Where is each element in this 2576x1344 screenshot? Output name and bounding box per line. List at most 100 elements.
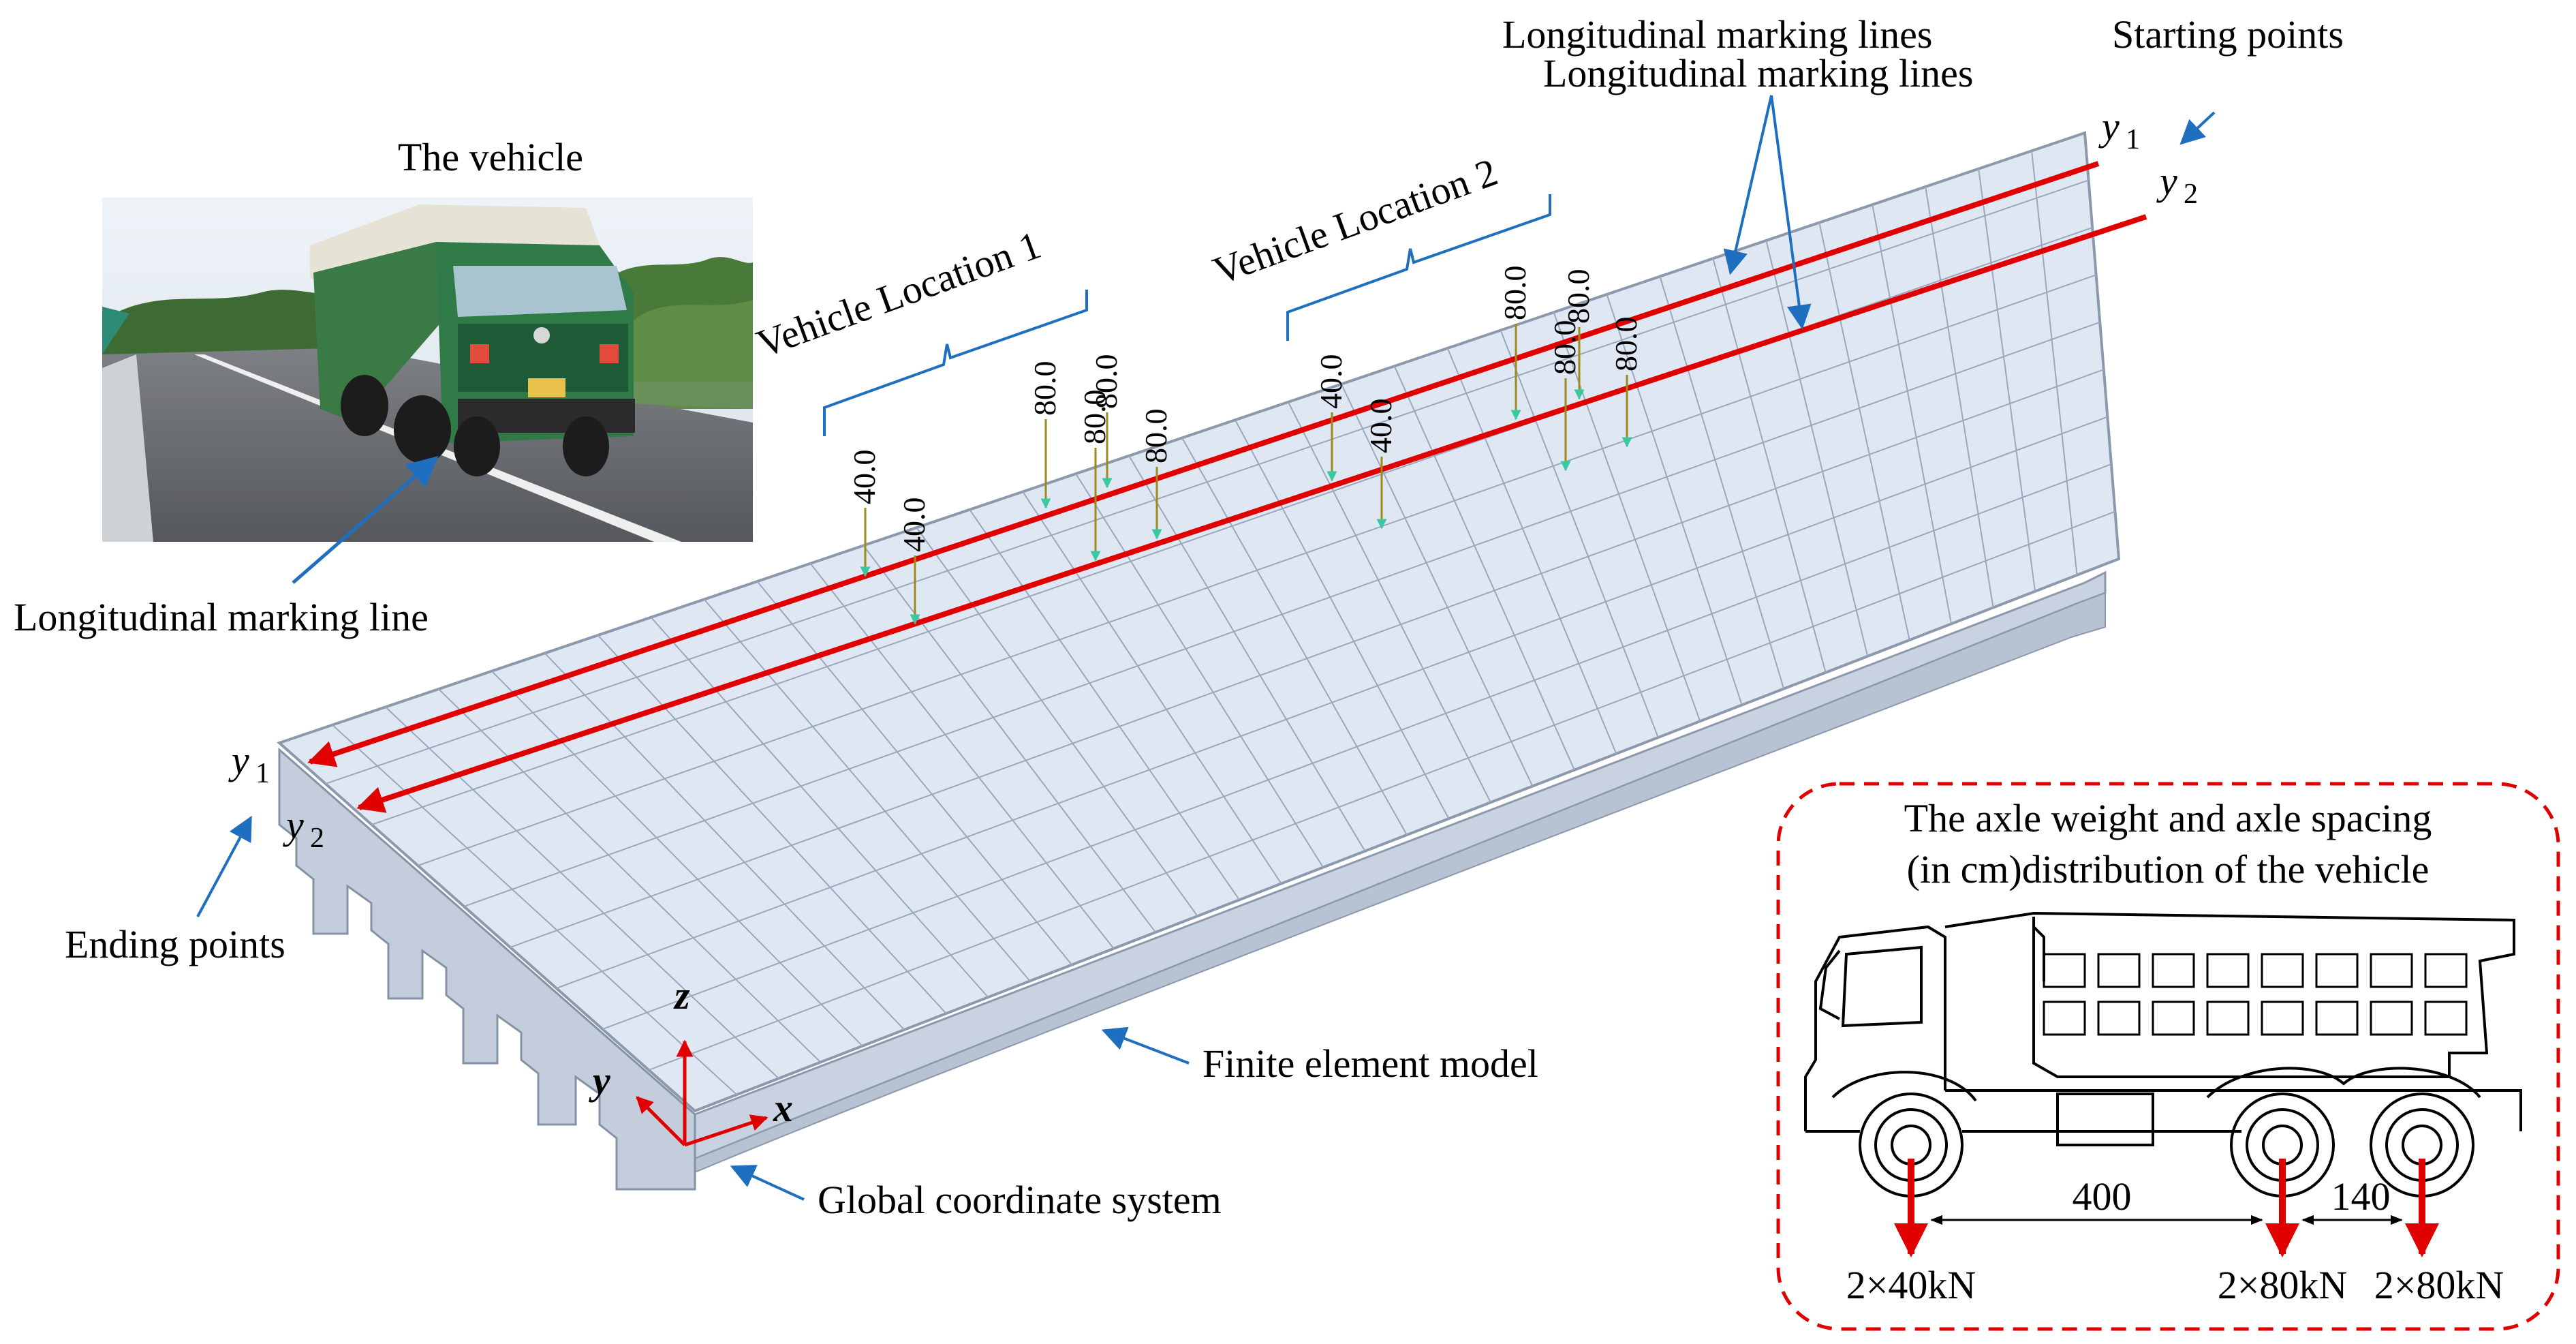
finite-element-model-label: Finite element model bbox=[1202, 1041, 1538, 1086]
truck-line-drawing bbox=[1804, 911, 2522, 1197]
mesh-transverse-line bbox=[1553, 311, 1701, 722]
axle-load-2-label: 2×80kN bbox=[2218, 1263, 2348, 1307]
pointer-arrow-global-cs bbox=[730, 1165, 805, 1201]
load-value-label: 40.0 bbox=[847, 450, 882, 505]
axle-box-title-line2: (in cm)distribution of the vehicle bbox=[1907, 847, 2430, 891]
global-coordinate-system-label: Global coordinate system bbox=[818, 1178, 1222, 1222]
mesh-longitudinal-line bbox=[510, 369, 2105, 948]
mesh-transverse-line bbox=[544, 652, 905, 1030]
the-vehicle-label: The vehicle bbox=[398, 135, 583, 179]
mesh-longitudinal-line bbox=[556, 416, 2108, 989]
axle-box-title-line1: The axle weight and axle spacing bbox=[1904, 796, 2432, 840]
mesh-transverse-line bbox=[1075, 473, 1324, 868]
svg-text:y: y bbox=[228, 738, 249, 782]
marking-line-y1 bbox=[307, 161, 2100, 767]
mesh-transverse-line bbox=[1287, 401, 1491, 803]
load-value-label: 80.0 bbox=[1609, 317, 1643, 372]
svg-text:1: 1 bbox=[2126, 124, 2140, 155]
mesh-transverse-line bbox=[1606, 294, 1743, 705]
mesh-transverse-line bbox=[332, 724, 738, 1095]
mesh-transverse-line bbox=[1500, 330, 1659, 738]
mesh-transverse-line bbox=[1235, 419, 1450, 819]
mesh-transverse-line bbox=[1446, 348, 1617, 754]
label-y2-end: y 2 bbox=[283, 803, 324, 854]
svg-text:y: y bbox=[2098, 104, 2120, 149]
load-value-label: 80.0 bbox=[1138, 409, 1173, 464]
mesh-transverse-line bbox=[1765, 240, 1869, 657]
load-value-label: 80.0 bbox=[1027, 361, 1062, 416]
vehicle-location-1-label: Vehicle Location 1 bbox=[751, 222, 1046, 366]
mesh-transverse-line bbox=[1712, 258, 1827, 673]
brace-vehicle-location-2 bbox=[1286, 194, 1551, 341]
mesh-transverse-line bbox=[1181, 438, 1408, 836]
mesh-transverse-line bbox=[1393, 365, 1575, 771]
label-y1-start: y 1 bbox=[2098, 104, 2140, 155]
mesh-transverse-line bbox=[1022, 491, 1282, 885]
mesh-transverse-line bbox=[969, 509, 1240, 900]
load-value-label: 80.0 bbox=[1089, 354, 1123, 410]
axle-weight-box: The axle weight and axle spacing (in cm)… bbox=[1776, 782, 2560, 1331]
longitudinal-marking-line-label: Longitudinal marking line bbox=[14, 595, 429, 639]
deck-mesh-grid bbox=[325, 151, 2115, 1095]
mesh-longitudinal-line bbox=[648, 510, 2115, 1071]
pointer-arrow-fe-model bbox=[1101, 1026, 1190, 1065]
mesh-transverse-line bbox=[438, 688, 822, 1063]
mesh-transverse-line bbox=[2031, 151, 2078, 575]
pointer-arrow-lines-2 bbox=[1770, 95, 1812, 330]
deck-end-face bbox=[278, 747, 696, 1191]
load-group-location-2: 40.040.080.080.080.080.0 bbox=[1314, 266, 1643, 530]
axle-load-1-label: 2×40kN bbox=[1846, 1263, 1976, 1307]
load-value-label: 40.0 bbox=[897, 498, 931, 553]
mesh-transverse-line bbox=[1340, 384, 1534, 786]
svg-text:2: 2 bbox=[2184, 179, 2198, 210]
truck-photo bbox=[310, 204, 635, 476]
pointer-arrow-marking-line bbox=[292, 456, 439, 584]
load-value-label: 80.0 bbox=[1561, 269, 1596, 324]
mesh-transverse-line bbox=[756, 581, 1073, 966]
longitudinal-marking-lines-label-2: Longitudinal marking lines bbox=[1543, 51, 1973, 95]
mesh-transverse-line bbox=[597, 635, 947, 1014]
svg-text:y: y bbox=[2156, 159, 2177, 203]
mesh-longitudinal-line bbox=[463, 321, 2100, 907]
longitudinal-marking-lines-label-1: Longitudinal marking lines bbox=[1502, 12, 1932, 57]
mesh-transverse-line bbox=[1818, 222, 1910, 641]
axis-z-label: z bbox=[673, 973, 690, 1018]
svg-text:1: 1 bbox=[255, 758, 270, 789]
svg-text:2: 2 bbox=[310, 823, 324, 854]
mesh-transverse-line bbox=[916, 527, 1198, 917]
load-value-label: 40.0 bbox=[1314, 354, 1348, 410]
global-axes: z x y bbox=[589, 973, 793, 1147]
spacing-140-label: 140 bbox=[2331, 1174, 2391, 1219]
mesh-transverse-line bbox=[863, 545, 1156, 933]
ending-points-label: Ending points bbox=[65, 922, 285, 966]
load-group-location-1: 40.040.080.080.080.080.0 bbox=[847, 354, 1173, 625]
brace-vehicle-location-1 bbox=[823, 290, 1088, 436]
spacing-400-label: 400 bbox=[2073, 1174, 2132, 1219]
load-value-label: 80.0 bbox=[1498, 266, 1532, 321]
load-value-label: 40.0 bbox=[1363, 399, 1398, 454]
marking-line-y2 bbox=[356, 214, 2147, 813]
mesh-transverse-line bbox=[1128, 455, 1366, 852]
mesh-transverse-line bbox=[1872, 204, 1953, 624]
axis-x-arrow bbox=[684, 1114, 769, 1147]
axle-box-border bbox=[1776, 782, 2560, 1331]
axis-y-label: y bbox=[589, 1058, 610, 1103]
vehicle-location-2-label: Vehicle Location 2 bbox=[1207, 149, 1503, 293]
mesh-transverse-line bbox=[491, 671, 863, 1047]
mesh-longitudinal-line bbox=[418, 274, 2096, 866]
pointer-arrow-ending-points bbox=[196, 815, 252, 917]
label-y1-end: y 1 bbox=[228, 738, 270, 789]
axis-x-label: x bbox=[773, 1086, 793, 1130]
pointer-arrow-lines-1 bbox=[1723, 95, 1773, 275]
mesh-transverse-line bbox=[1925, 186, 1994, 608]
load-value-label: 80.0 bbox=[1547, 320, 1582, 376]
mesh-transverse-line bbox=[385, 706, 779, 1080]
mesh-transverse-line bbox=[809, 563, 1115, 949]
axle-load-3-label: 2×80kN bbox=[2374, 1263, 2504, 1307]
mesh-transverse-line bbox=[703, 598, 1031, 982]
vehicle-photo: The vehicle bbox=[102, 135, 753, 542]
mesh-transverse-line bbox=[1978, 168, 2036, 592]
label-y2-start: y 2 bbox=[2156, 159, 2198, 210]
